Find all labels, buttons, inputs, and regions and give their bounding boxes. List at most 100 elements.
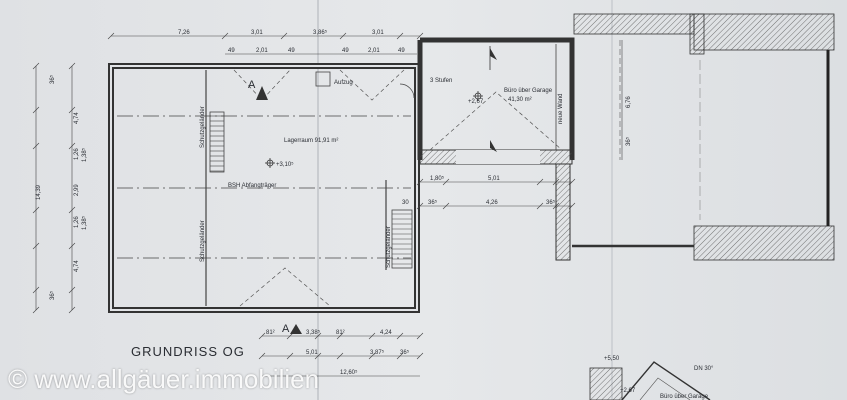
svg-text:1,38⁵: 1,38⁵ <box>81 215 88 230</box>
drawing-line <box>32 286 40 294</box>
svg-text:1,26: 1,26 <box>74 216 80 228</box>
stairs-note: 3 Stufen <box>430 78 452 84</box>
drawing-line <box>286 352 294 360</box>
svg-text:36⁵: 36⁵ <box>49 74 56 84</box>
svg-text:14,39: 14,39 <box>36 184 42 200</box>
svg-text:49: 49 <box>398 48 405 54</box>
drawing-line <box>336 352 344 360</box>
drawing-line <box>442 178 450 186</box>
inset-level-b: +2,67 <box>620 388 636 394</box>
drawing-line <box>258 352 266 360</box>
dimension-ticks <box>32 32 576 360</box>
drawing-line <box>416 178 424 186</box>
drawing-line <box>314 352 322 360</box>
drawing-line <box>221 32 229 40</box>
drawing-line <box>32 306 40 314</box>
dims-right: 6,76 36⁵ <box>625 96 632 146</box>
elevator-label: Aufzug <box>334 80 353 86</box>
door-swing <box>399 83 415 99</box>
staircase-left <box>209 111 225 173</box>
svg-text:49: 49 <box>228 48 235 54</box>
guard-rail-label: Schutzgeländer <box>386 226 392 268</box>
drawing-line <box>258 332 266 340</box>
svg-text:3,01: 3,01 <box>251 30 263 36</box>
svg-text:7,26: 7,26 <box>178 30 190 36</box>
drawing-line <box>336 332 344 340</box>
svg-text:12,60⁵: 12,60⁵ <box>340 369 358 376</box>
drawing-line <box>32 106 40 114</box>
office-label: Büro über Garage <box>504 88 553 94</box>
drawing-line <box>396 32 404 40</box>
svg-text:2,99: 2,99 <box>74 184 80 196</box>
roof-outline <box>339 69 405 101</box>
svg-text:A: A <box>248 79 256 91</box>
drawing-line <box>396 332 404 340</box>
drawing-line <box>442 202 450 210</box>
svg-text:36⁵: 36⁵ <box>49 290 56 300</box>
office-stair <box>555 163 571 261</box>
svg-text:30: 30 <box>402 200 409 206</box>
svg-text:81²: 81² <box>266 330 275 336</box>
drawing-line <box>368 332 376 340</box>
svg-text:5,01: 5,01 <box>306 350 318 356</box>
stair-treads-right <box>392 213 412 265</box>
svg-text:1,26: 1,26 <box>74 148 80 160</box>
drawing-line <box>416 352 424 360</box>
elevator-shaft <box>315 71 331 87</box>
drawing-line <box>107 32 115 40</box>
svg-text:36⁵: 36⁵ <box>546 199 556 206</box>
drawing-line <box>536 202 544 210</box>
svg-text:4,26: 4,26 <box>486 200 498 206</box>
guard-rail-label: Schutzgeländer <box>200 220 206 262</box>
svg-text:6,76: 6,76 <box>626 96 632 108</box>
svg-text:4,24: 4,24 <box>380 330 392 336</box>
svg-text:3,38⁵: 3,38⁵ <box>306 329 321 336</box>
drawing-line <box>552 178 560 186</box>
drawing-line <box>68 62 76 70</box>
svg-text:81²: 81² <box>336 330 345 336</box>
svg-text:3,01: 3,01 <box>372 30 384 36</box>
svg-text:2,01: 2,01 <box>368 48 380 54</box>
svg-text:3,86⁵: 3,86⁵ <box>313 29 328 36</box>
drawing-line <box>314 332 322 340</box>
drawing-line <box>32 142 40 150</box>
drawing-line <box>552 202 560 210</box>
drawing-line <box>68 242 76 250</box>
drawing-line <box>368 352 376 360</box>
dimension-lines <box>35 35 623 377</box>
drawing-line <box>536 178 544 186</box>
drawing-line <box>32 206 40 214</box>
level-marker <box>473 91 483 101</box>
inset-office-label: Büro über Garage <box>660 394 709 400</box>
svg-text:36⁵: 36⁵ <box>400 349 410 356</box>
svg-text:36⁵: 36⁵ <box>428 199 438 206</box>
inset-level-a: +5,50 <box>604 356 620 362</box>
section-arrow <box>490 140 497 152</box>
section-marker-top: A <box>248 79 268 100</box>
drawing-line <box>68 106 76 114</box>
storage-level-label: +3,10⁵ <box>276 161 294 168</box>
svg-text:4,74: 4,74 <box>74 260 80 272</box>
dims-left: 36⁵ 4,74 1,26 2,99 1,26 4,74 36⁵ 14,39 1… <box>36 74 88 300</box>
svg-text:36⁵: 36⁵ <box>625 136 632 146</box>
room-labels: Lagerraum 91,91 m² +3,10⁵ BSH Abfangträg… <box>200 78 564 268</box>
dims-middle: 1,80⁵ 5,01 4,26 36⁵ 36⁵ 30 <box>402 175 556 206</box>
drawing-line <box>68 286 76 294</box>
office-level-label: +2,67 <box>468 99 484 105</box>
dims-bottom: 81² 3,38⁵ 81² 4,24 5,01 3,87⁵ 36⁵ 12,60⁵ <box>266 329 410 376</box>
svg-text:3,87⁵: 3,87⁵ <box>370 349 385 356</box>
svg-text:1,38⁵: 1,38⁵ <box>81 147 88 162</box>
inset-roof-pitch: DN 30° <box>694 366 714 372</box>
drawing-line <box>32 242 40 250</box>
drawing-line <box>32 62 40 70</box>
guard-rail-label: Schutzgeländer <box>200 106 206 148</box>
drawing-line <box>339 32 347 40</box>
section-arrow <box>490 48 497 60</box>
roof-outline <box>429 91 563 151</box>
drawing-line <box>280 32 288 40</box>
office-area-label: 41,30 m² <box>508 97 532 103</box>
drawing-line <box>68 142 76 150</box>
section-inset: +5,50 +2,67 DN 30° Büro über Garage <box>589 356 714 400</box>
section-marker-bottom: A <box>282 323 302 335</box>
